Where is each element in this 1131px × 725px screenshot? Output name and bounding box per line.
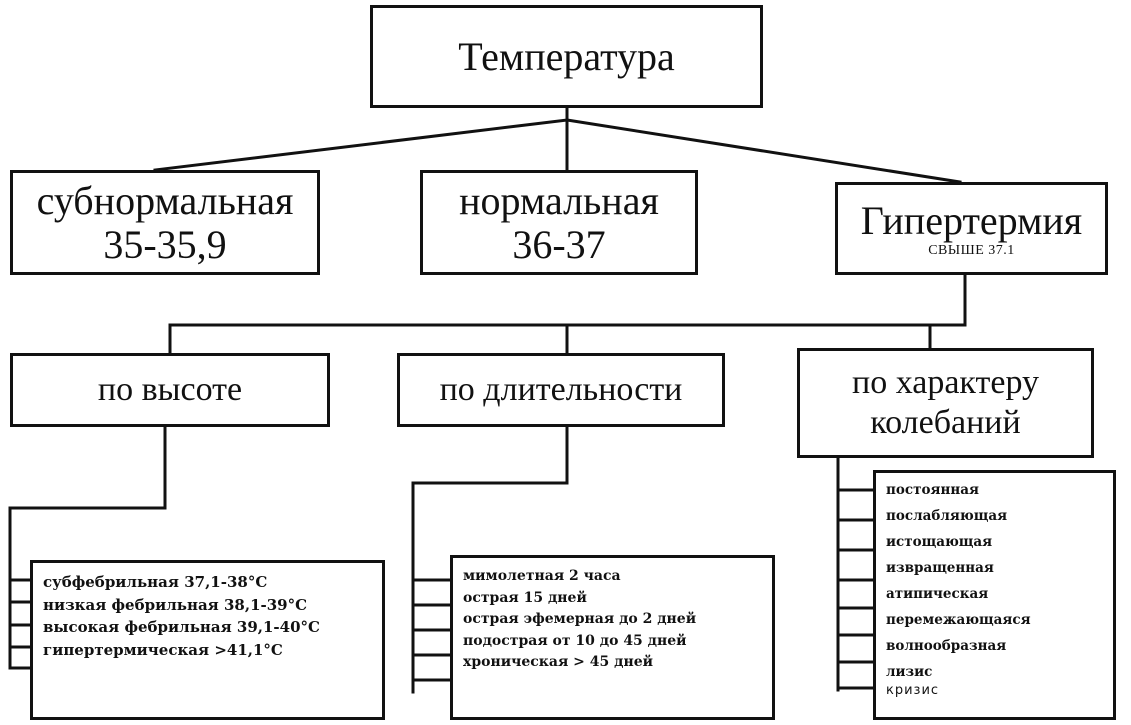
list-item: высокая фебрильная 39,1-40°С [43, 618, 320, 636]
list-item: хроническая > 45 дней [463, 654, 654, 670]
criterion-height-label: по высоте [97, 371, 243, 408]
list-item: постоянная [886, 482, 979, 498]
root-title: Температура [458, 33, 675, 79]
list-item: мимолетная 2 часа [463, 568, 621, 584]
category-hyperthermia-box: Гипертермия СВЫШЕ 37.1 [835, 182, 1108, 275]
category-normal-box: нормальная 36-37 [420, 170, 698, 275]
duration-list: мимолетная 2 часа острая 15 дней острая … [450, 555, 775, 720]
list-item: острая 15 дней [463, 589, 587, 606]
category-normal-range: 36-37 [512, 221, 606, 267]
fluctuation-list: постоянная послабляющая истощающая извра… [873, 470, 1116, 720]
list-item: волнообразная [886, 638, 1007, 654]
category-hyperthermia-label: Гипертермия [860, 197, 1083, 243]
criterion-height-box: по высоте [10, 353, 330, 427]
list-item: низкая фебрильная 38,1-39°С [43, 595, 308, 614]
criterion-fluctuation-label: по характеру [852, 364, 1039, 401]
category-normal-label: нормальная [459, 177, 659, 223]
list-item: острая эфемерная до 2 дней [463, 611, 697, 627]
criterion-fluctuation-box: по характеру колебаний [797, 348, 1094, 458]
list-item-last: кризис [886, 683, 940, 698]
category-subnormal-range: 35-35,9 [103, 221, 227, 267]
category-subnormal-box: субнормальная 35-35,9 [10, 170, 320, 275]
list-item: гипертермическая >41,1°С [43, 640, 283, 659]
list-item: перемежающаяся [886, 612, 1031, 628]
height-list: субфебрильная 37,1-38°С низкая фебрильна… [30, 560, 385, 720]
root-box: Температура [370, 5, 763, 108]
list-item: истощающая [886, 534, 993, 550]
criterion-duration-label: по длительности [439, 371, 683, 408]
criterion-fluctuation-label-2: колебаний [870, 404, 1021, 441]
category-hyperthermia-range: СВЫШЕ 37.1 [928, 242, 1015, 258]
list-item: послабляющая [886, 508, 1008, 524]
list-item: атипическая [886, 586, 989, 602]
list-item: извращенная [886, 560, 994, 576]
list-item: субфебрильная 37,1-38°С [43, 573, 268, 591]
category-subnormal-label: субнормальная [36, 177, 294, 223]
criterion-duration-box: по длительности [397, 353, 725, 427]
list-item: подострая от 10 до 45 дней [463, 632, 687, 649]
list-item: лизис [886, 664, 933, 680]
